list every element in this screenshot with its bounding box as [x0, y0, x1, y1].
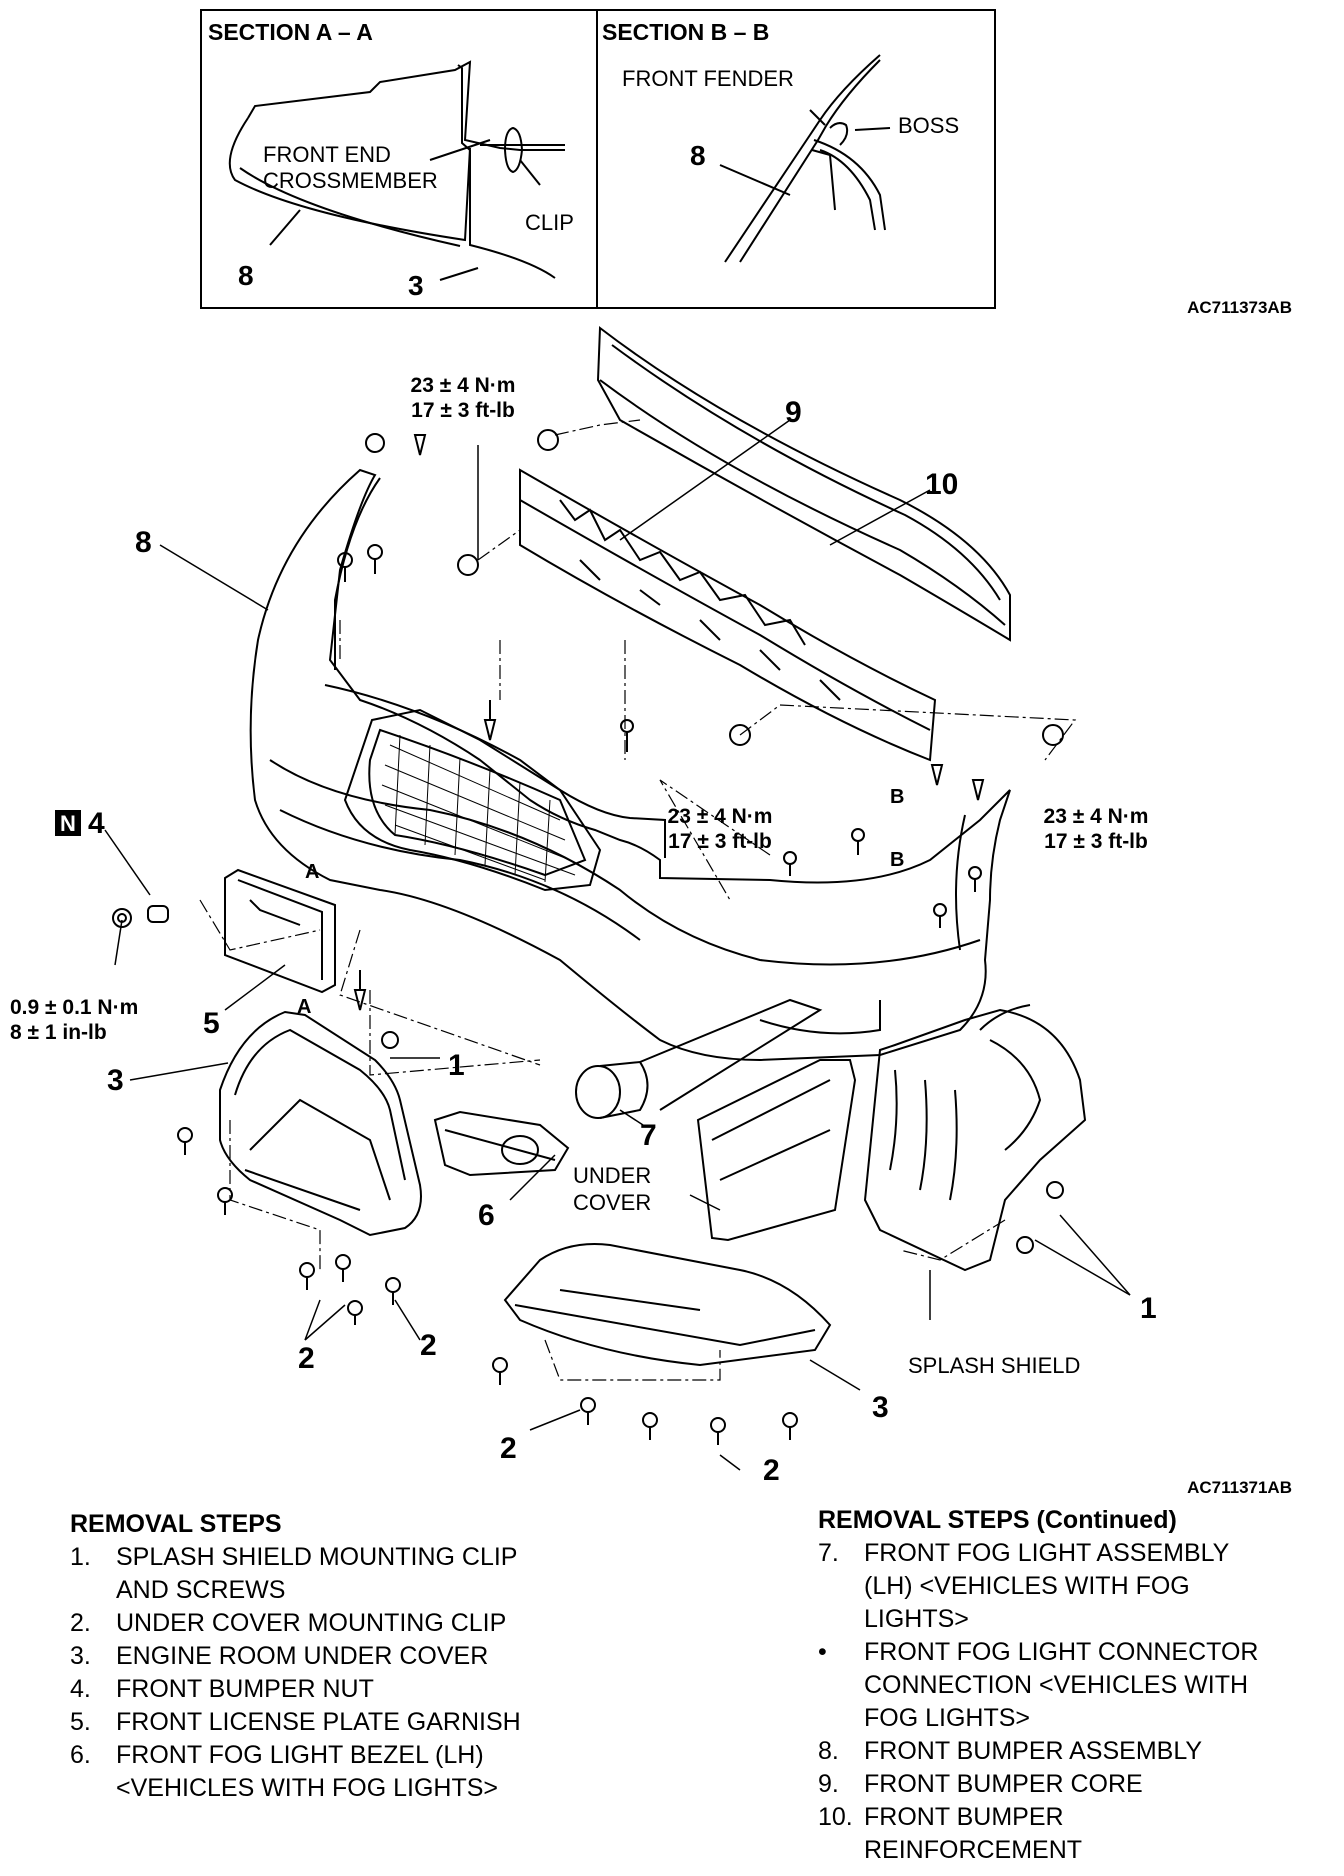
section-marker-a-2: A — [297, 996, 311, 1018]
removal-steps-heading: REMOVAL STEPS — [70, 1510, 282, 1538]
step-row: 4. FRONT BUMPER NUT — [70, 1673, 590, 1706]
torque-right-ftlb: 17 ± 3 ft-lb — [1044, 830, 1148, 853]
step-number: 5. — [70, 1708, 91, 1736]
under-cover-label-2: COVER — [573, 1190, 651, 1215]
step-number: 3. — [70, 1642, 91, 1670]
step-row: 2. UNDER COVER MOUNTING CLIP — [70, 1607, 590, 1640]
bumper-reinforcement-drawing — [596, 326, 1011, 642]
step-number: 10. — [818, 1803, 853, 1831]
fasteners — [112, 429, 1064, 1445]
callout-2-c: 2 — [500, 1432, 517, 1465]
torque-right-nm: 23 ± 4 N·m — [1044, 805, 1149, 828]
section-b-boss-label: BOSS — [898, 113, 959, 138]
step-number: 2. — [70, 1609, 91, 1637]
removal-steps: REMOVAL STEPS 1. SPLASH SHIELD MOUNTING … — [70, 1508, 590, 1805]
section-b-fender-label: FRONT FENDER — [622, 66, 794, 91]
step-row: 6. FRONT FOG LIGHT BEZEL (LH)<VEHICLES W… — [70, 1739, 590, 1805]
step-number: 1. — [70, 1543, 91, 1571]
removal-steps-continued-heading: REMOVAL STEPS (Continued) — [818, 1506, 1177, 1534]
step-text: FRONT BUMPER CORE — [864, 1770, 1143, 1798]
section-b-title: SECTION B – B — [602, 19, 769, 45]
section-a-callout-8: 8 — [238, 260, 254, 291]
section-a-clip-label: CLIP — [525, 210, 574, 235]
step-number: 4. — [70, 1675, 91, 1703]
leader-lines — [104, 419, 1131, 1471]
section-a-callout-3: 3 — [408, 270, 424, 301]
torque-upper-ftlb: 17 ± 3 ft-lb — [411, 399, 515, 422]
callout-2-d: 2 — [763, 1454, 780, 1487]
step-number: 8. — [818, 1737, 839, 1765]
figure-id-main: AC711371AB — [1187, 1478, 1292, 1497]
grille-mesh — [381, 734, 576, 883]
callout-3-right: 3 — [872, 1391, 889, 1424]
splash-shield-label: SPLASH SHIELD — [908, 1353, 1080, 1378]
step-row: 5. FRONT LICENSE PLATE GARNISH — [70, 1706, 590, 1739]
section-a-crossmember-label-2: CROSSMEMBER — [263, 168, 438, 193]
step-text: FRONT LICENSE PLATE GARNISH — [116, 1708, 521, 1736]
step-row: 9. FRONT BUMPER CORE — [818, 1768, 1318, 1801]
callout-1-left: 1 — [448, 1049, 465, 1082]
callout-1-right: 1 — [1140, 1292, 1157, 1325]
section-b-sketch — [719, 54, 891, 263]
under-cover-label-1: UNDER — [573, 1163, 651, 1188]
alignment-lines — [199, 419, 1077, 1381]
step-row: 3. ENGINE ROOM UNDER COVER — [70, 1640, 590, 1673]
step-number: 6. — [70, 1741, 91, 1769]
section-a-sketch — [228, 60, 565, 281]
step-text: FRONT FOG LIGHT ASSEMBLY(LH) <VEHICLES W… — [864, 1539, 1230, 1633]
step-number: 7. — [818, 1539, 839, 1567]
section-a-title: SECTION A – A — [208, 19, 373, 45]
torque-upper-nm: 23 ± 4 N·m — [411, 374, 516, 397]
section-a-crossmember-label-1: FRONT END — [263, 142, 391, 167]
figure-id-top: AC711373AB — [1187, 298, 1292, 317]
license-plate-garnish-drawing — [224, 868, 336, 994]
left-under-cover-drawing — [219, 1010, 422, 1237]
step-row: 7. FRONT FOG LIGHT ASSEMBLY(LH) <VEHICLE… — [818, 1537, 1318, 1636]
callout-2-a: 2 — [298, 1342, 315, 1375]
callout-5: 5 — [203, 1007, 220, 1040]
step-bullet: • — [818, 1638, 827, 1666]
section-marker-b-1: B — [890, 786, 904, 808]
callout-7: 7 — [640, 1119, 657, 1152]
step-row: 8. FRONT BUMPER ASSEMBLY — [818, 1735, 1318, 1768]
new-part-badge-text: N — [60, 811, 76, 836]
bumper-core-drawing — [519, 468, 937, 762]
lower-under-cover-drawing — [503, 1243, 832, 1367]
step-number: 9. — [818, 1770, 839, 1798]
callout-10: 10 — [925, 468, 958, 501]
step-text: UNDER COVER MOUNTING CLIP — [116, 1609, 507, 1637]
under-cover-drawing — [696, 1059, 857, 1242]
removal-steps-continued: REMOVAL STEPS (Continued) 7. FRONT FOG L… — [818, 1504, 1318, 1867]
callout-6: 6 — [478, 1199, 495, 1232]
step-text: FRONT BUMPER NUT — [116, 1675, 374, 1703]
callout-9: 9 — [785, 396, 802, 429]
step-text: FRONT BUMPER ASSEMBLY — [864, 1737, 1203, 1765]
torque-small-nm: 0.9 ± 0.1 N·m — [10, 996, 138, 1019]
section-b-callout-8: 8 — [690, 140, 706, 171]
right-splash-shield-drawing — [863, 1004, 1087, 1272]
callout-4: 4 — [88, 807, 105, 840]
torque-small-inlb: 8 ± 1 in-lb — [10, 1021, 107, 1044]
torque-middle-ftlb: 17 ± 3 ft-lb — [668, 830, 772, 853]
callout-3-left: 3 — [107, 1064, 124, 1097]
new-part-badge — [55, 810, 81, 836]
fog-light-drawing — [575, 998, 823, 1119]
torque-middle-nm: 23 ± 4 N·m — [668, 805, 773, 828]
grille-outline — [343, 708, 602, 892]
section-marker-a-1: A — [305, 861, 319, 883]
callout-2-b: 2 — [420, 1329, 437, 1362]
step-text: ENGINE ROOM UNDER COVER — [116, 1642, 489, 1670]
section-marker-b-2: B — [890, 849, 904, 871]
fog-light-bezel-drawing — [433, 1110, 570, 1177]
step-text: FRONT FOG LIGHT BEZEL (LH)<VEHICLES WITH… — [116, 1741, 499, 1802]
front-bumper-drawing — [249, 468, 1011, 1062]
callout-8: 8 — [135, 526, 152, 559]
